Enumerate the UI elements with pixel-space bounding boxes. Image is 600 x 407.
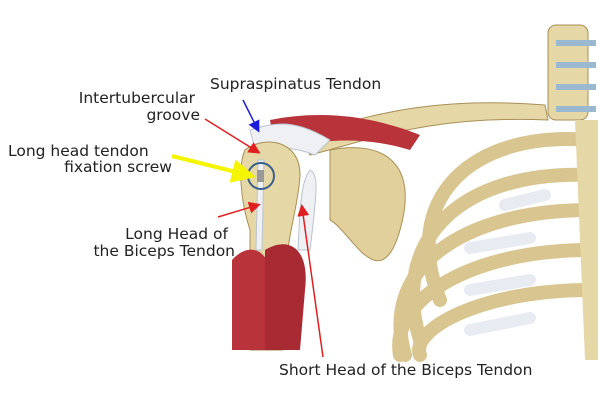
spine (547, 24, 596, 121)
biceps-short-head-muscle (265, 244, 306, 350)
label-short-head: Short Head of the Biceps Tendon (279, 361, 533, 379)
label-intertubercular-line2: groove (146, 106, 200, 124)
biceps-long-head-muscle (232, 249, 272, 350)
label-long-head-line1: Long Head of (125, 225, 228, 243)
ribcage (392, 132, 597, 362)
screw-arrow (171, 154, 256, 183)
label-screw-line1: Long head tendon (8, 142, 149, 160)
fixation-screw (257, 170, 264, 182)
label-intertubercular-line1: Intertubercular (78, 89, 195, 107)
clavicle (299, 102, 549, 156)
short-head-arrow (297, 204, 324, 358)
label-long-head-line2: the Biceps Tendon (93, 242, 235, 260)
scapula (329, 147, 406, 262)
label-supraspinatus-tendon: Supraspinatus Tendon (210, 75, 382, 93)
groove-arrow (204, 118, 261, 154)
sternum (575, 120, 598, 360)
rib-cartilage (464, 189, 551, 336)
long-head-arrow (217, 201, 261, 218)
label-screw-line2: fixation screw (64, 158, 172, 176)
supraspinatus-arrow (242, 99, 260, 133)
